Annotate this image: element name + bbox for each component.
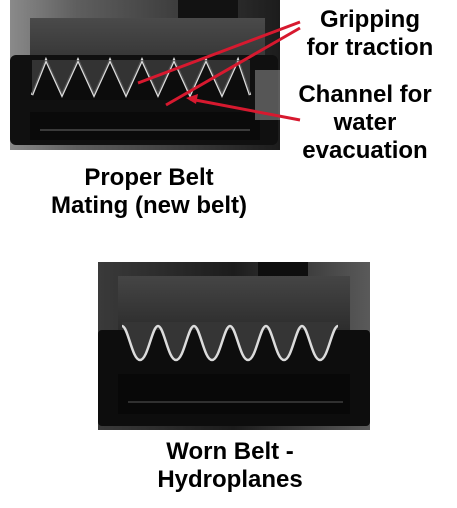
pulley-shaft	[258, 262, 308, 278]
new-belt-photo	[10, 0, 280, 150]
worn-belt-caption-line-1: Worn Belt -	[166, 438, 294, 465]
gripping-label-line-2: for traction	[306, 34, 434, 61]
gripping-label: Gripping for traction	[290, 6, 450, 62]
channel-label-line-1: Channel for	[298, 81, 432, 108]
gripping-label-line-1: Gripping	[320, 6, 420, 33]
worn-belt-caption: Worn Belt - Hydroplanes	[130, 438, 330, 494]
new-belt-caption-line-1: Proper Belt	[84, 164, 214, 191]
channel-label-line-2: water	[333, 109, 397, 136]
belt-grooves	[121, 324, 339, 362]
channel-label: Channel for water evacuation	[280, 81, 450, 165]
new-belt-caption-line-2: Mating (new belt)	[51, 192, 247, 219]
new-belt-caption: Proper Belt Mating (new belt)	[34, 164, 264, 220]
worn-belt-photo	[98, 262, 370, 430]
pulley-shaft	[178, 0, 238, 20]
worn-belt-caption-line-2: Hydroplanes	[157, 466, 303, 493]
channel-label-line-3: evacuation	[302, 137, 428, 164]
